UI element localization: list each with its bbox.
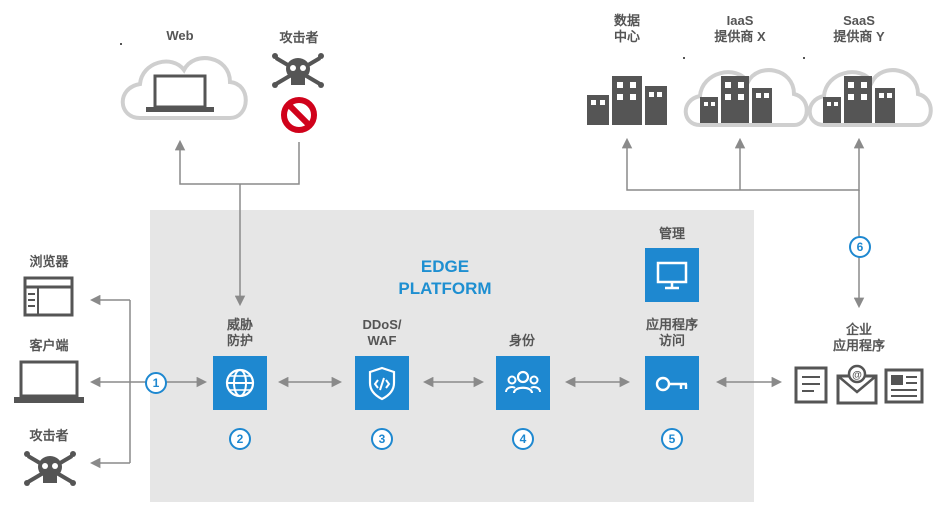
identity-box[interactable]: [496, 356, 550, 410]
datacenter-label: 数据中心: [613, 13, 640, 44]
left-attacker-label: 攻击者: [29, 428, 69, 443]
laptop-icon: [146, 74, 214, 112]
service-title-ddos: DDoS/WAF: [362, 317, 402, 348]
top-attacker-label: 攻击者: [279, 30, 319, 45]
globe-icon: [225, 368, 255, 398]
step-3-badge: 3: [371, 428, 393, 450]
decor-dot: [683, 57, 685, 59]
blocked-icon: [281, 97, 317, 133]
threat-protection-box[interactable]: [213, 356, 267, 410]
browser-window-icon: [23, 276, 74, 317]
step-2-badge: 2: [229, 428, 251, 450]
people-icon: [505, 370, 541, 394]
shield-code-icon: [368, 366, 396, 401]
skull-icon-left: [24, 451, 76, 486]
service-title-threat: 威胁防护: [226, 317, 253, 348]
app-access-box[interactable]: [645, 356, 699, 410]
web-connector: [174, 139, 300, 185]
svg-text:@: @: [852, 370, 862, 381]
step-4-badge: 4: [512, 428, 534, 450]
key-icon: [655, 376, 688, 392]
browser-label: 浏览器: [29, 254, 69, 269]
web-label: Web: [166, 28, 194, 43]
iaas-buildings-icon: [700, 76, 772, 123]
saas-buildings-icon: [823, 76, 895, 123]
client-laptop-icon: [14, 360, 84, 403]
cloud-connector: [621, 137, 865, 191]
client-label: 客户端: [29, 338, 69, 353]
decor-dot: [803, 57, 805, 59]
datacenter-buildings-icon: [587, 76, 667, 125]
newspaper-icon: [884, 368, 924, 404]
skull-icon-top: [272, 53, 324, 88]
document-icon: [794, 366, 828, 404]
monitor-icon: [656, 261, 688, 290]
step-6-badge: 6: [849, 236, 871, 258]
enterprise-label: 企业应用程序: [832, 322, 885, 353]
decor-dot: [120, 43, 122, 45]
service-title-access: 应用程序访问: [645, 317, 698, 348]
step-1-badge: 1: [145, 372, 167, 394]
email-icon: @: [836, 364, 878, 405]
management-box[interactable]: [645, 248, 699, 302]
management-label: 管理: [658, 226, 685, 241]
ddos-waf-box[interactable]: [355, 356, 409, 410]
service-title-identity: 身份: [508, 333, 535, 348]
step-5-badge: 5: [661, 428, 683, 450]
